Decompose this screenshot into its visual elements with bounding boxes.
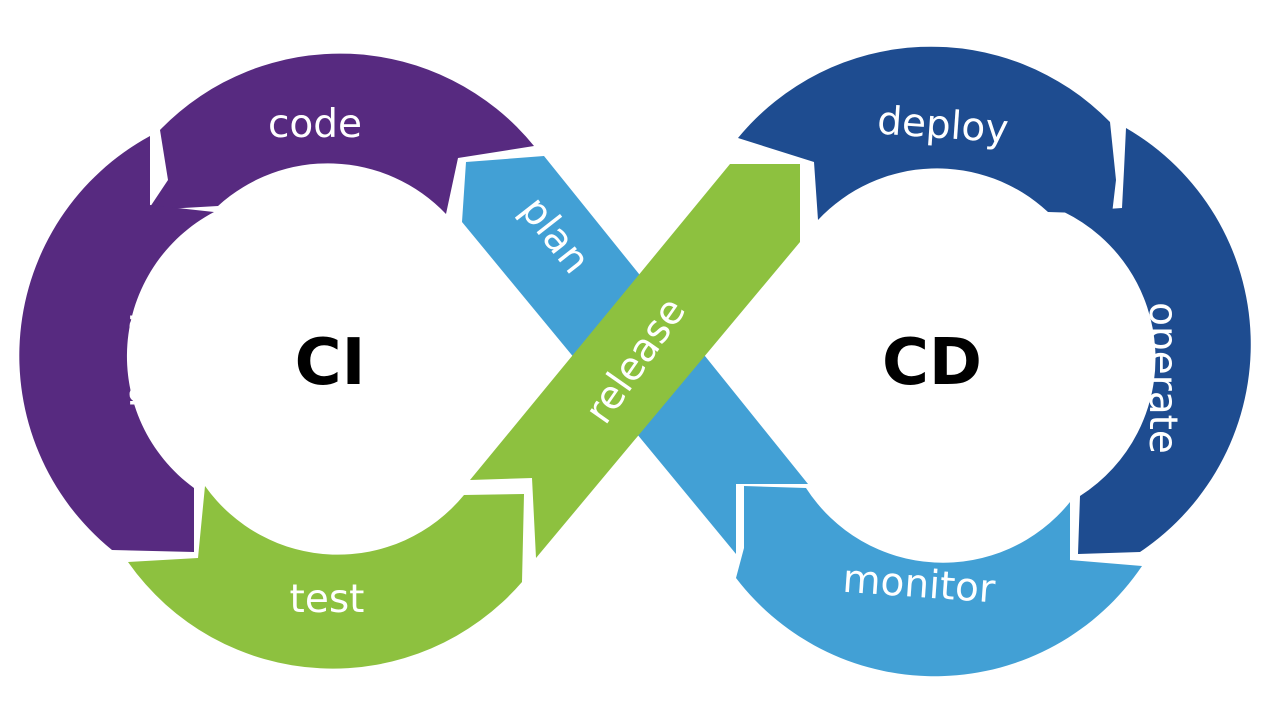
- ci-label: CI: [295, 326, 366, 400]
- release-band: [470, 164, 800, 558]
- build-segment: [19, 136, 215, 552]
- code-segment: [148, 53, 534, 215]
- cd-label: CD: [882, 326, 982, 400]
- test-label: test: [290, 577, 365, 622]
- deploy-label: deploy: [876, 99, 1010, 153]
- build-label: build: [120, 312, 165, 408]
- operate-segment: [1064, 128, 1251, 554]
- operate-label: operate: [1140, 302, 1185, 454]
- code-label: code: [268, 102, 362, 147]
- monitor-label: monitor: [841, 557, 997, 613]
- monitor-segment: [736, 486, 1142, 677]
- test-segment: [128, 486, 524, 669]
- deploy-segment: [738, 46, 1116, 221]
